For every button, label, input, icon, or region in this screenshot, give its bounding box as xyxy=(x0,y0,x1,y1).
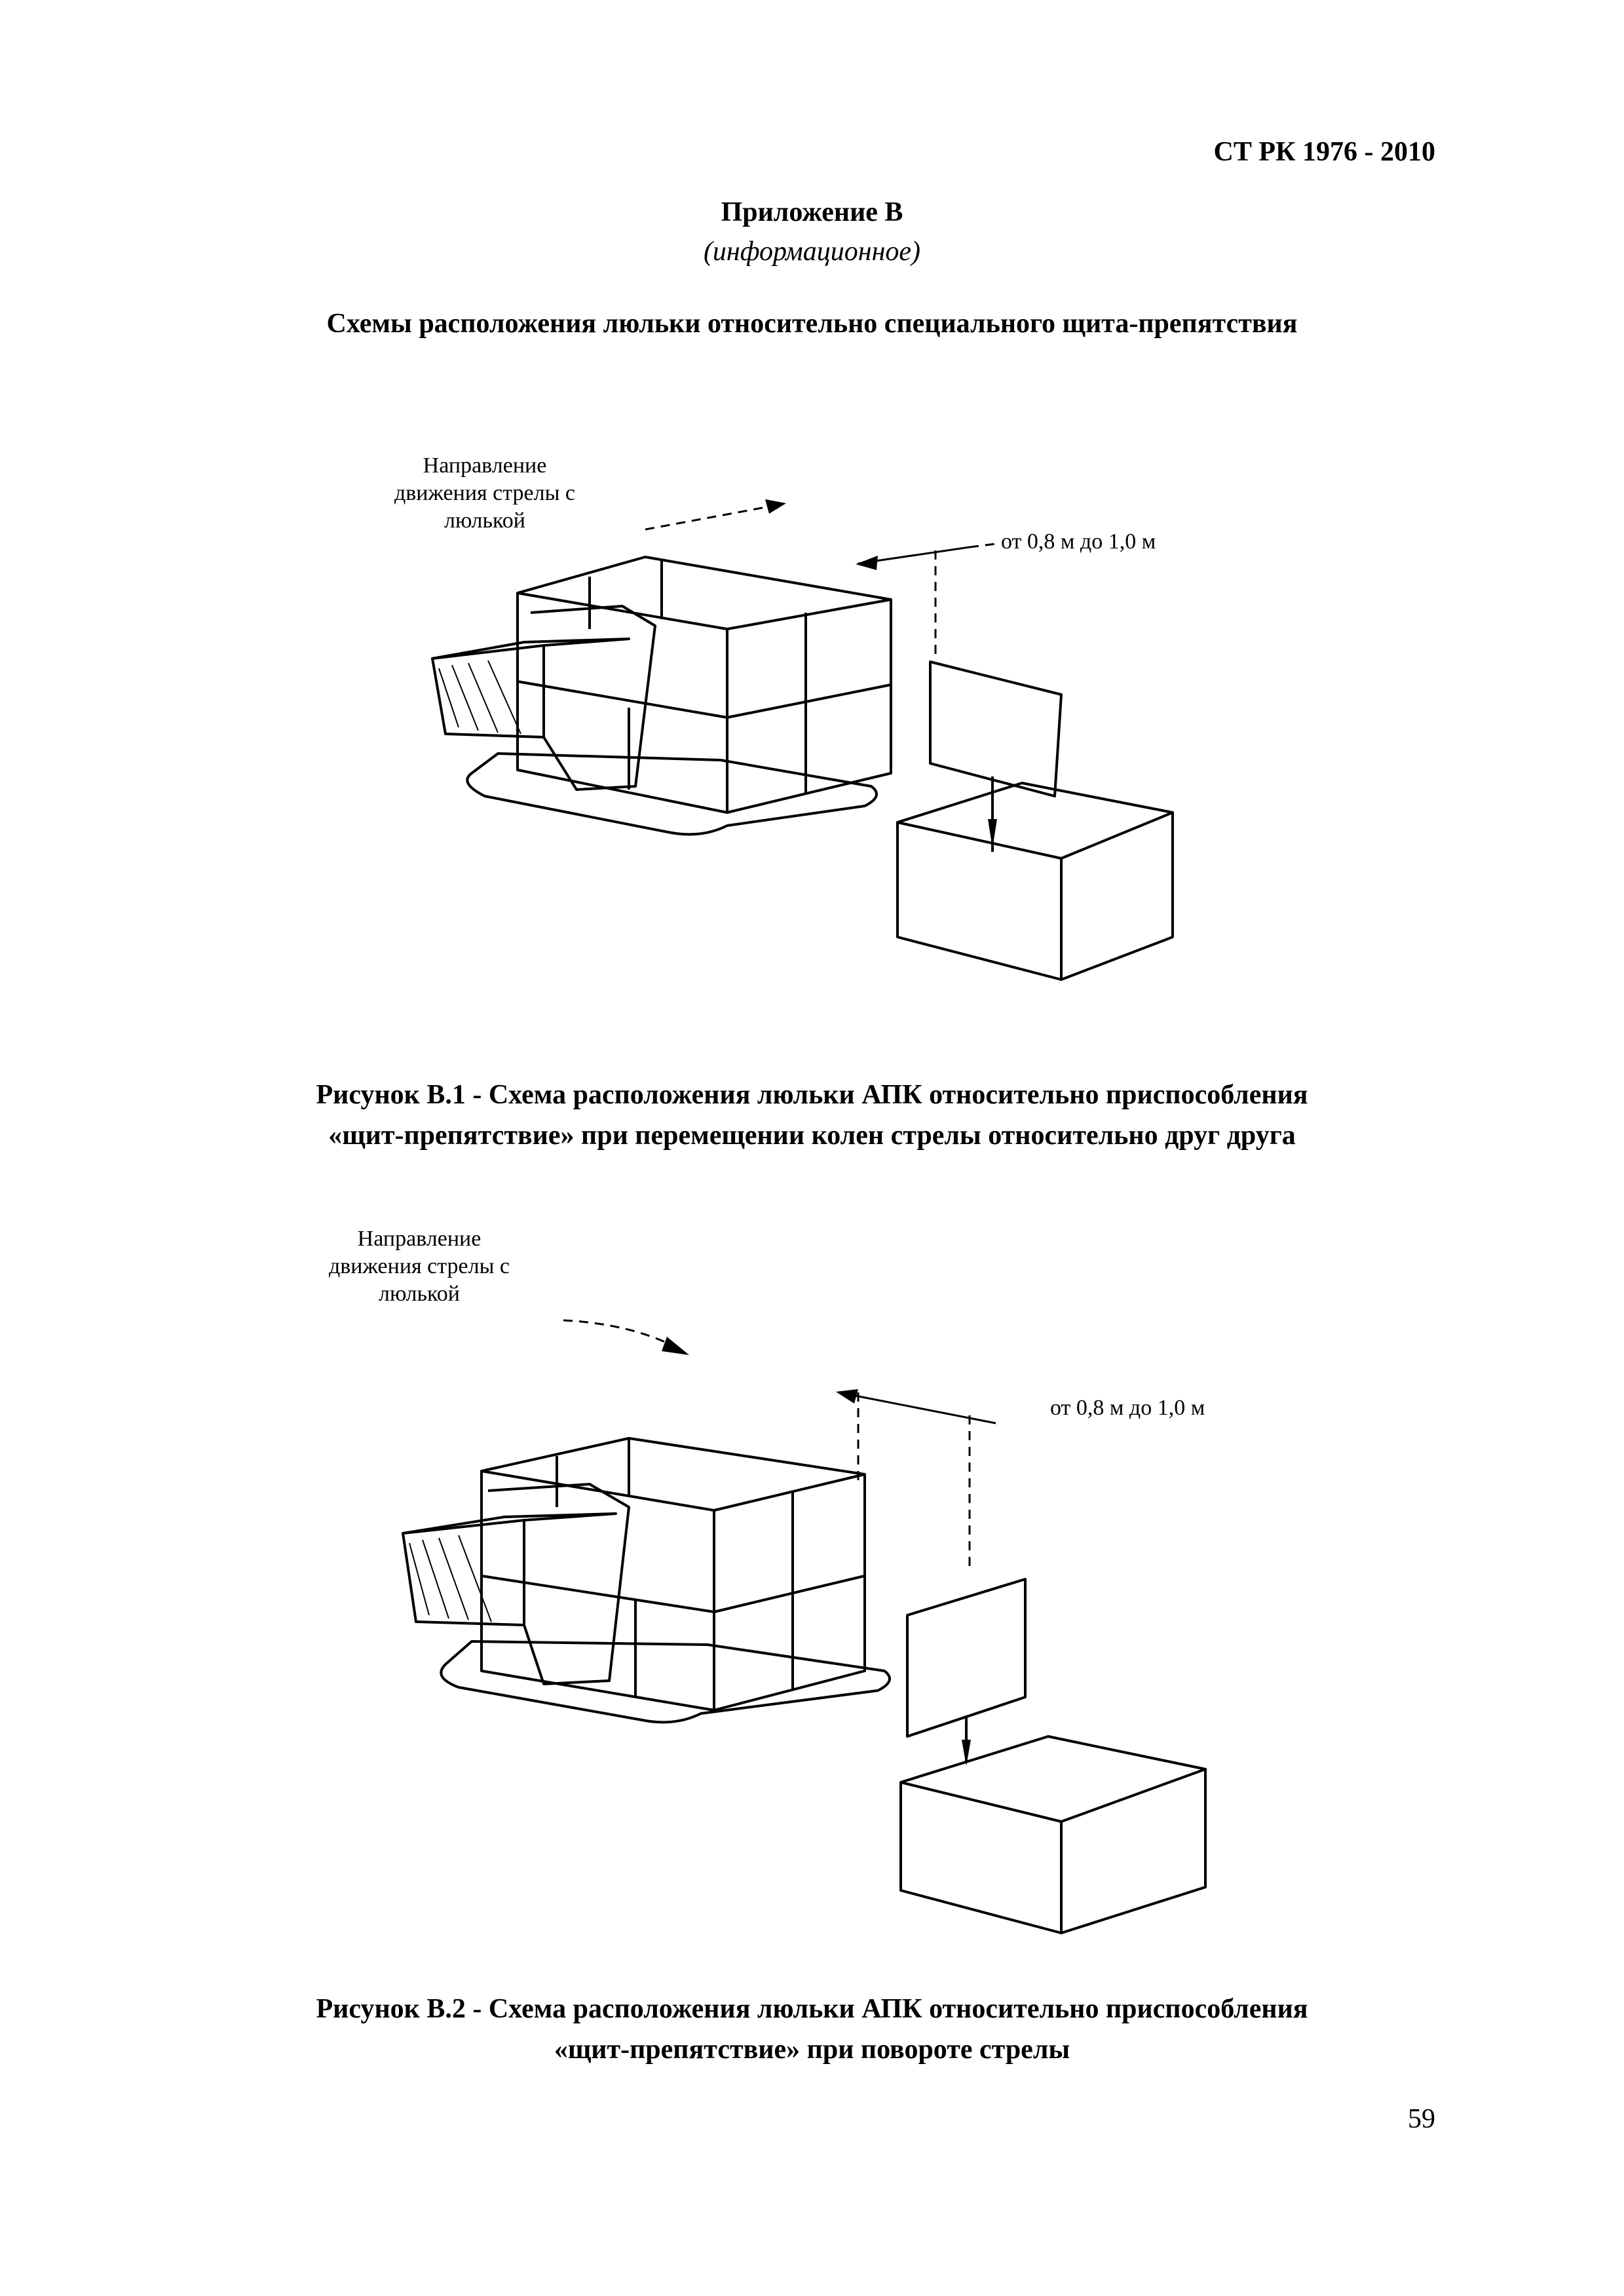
figure1-caption: Рисунок В.1 - Схема расположения люльки … xyxy=(131,1075,1493,1156)
figure1-direction-line-1: Направление xyxy=(423,453,547,478)
figure1-caption-line-2: «щит-препятствие» при перемещении колен … xyxy=(328,1120,1296,1151)
figure1-distance-label: от 0,8 м до 1,0 м xyxy=(1001,529,1156,554)
figure2-caption-line-1: Рисунок В.2 - Схема расположения люльки … xyxy=(316,1994,1308,2024)
figure1-direction-line-3: люлькой xyxy=(444,508,525,533)
figure2-direction-line-1: Направление xyxy=(357,1227,482,1251)
figure2-caption: Рисунок В.2 - Схема расположения люльки … xyxy=(131,1989,1493,2070)
figure1-direction-label: Направление движения стрелы с люлькой xyxy=(354,452,616,535)
annex-title: Приложение В xyxy=(721,197,903,227)
figure1-caption-line-1: Рисунок В.1 - Схема расположения люльки … xyxy=(316,1080,1308,1110)
document-code: СТ РК 1976 - 2010 xyxy=(1213,137,1435,167)
figure2-direction-line-2: движения стрелы с xyxy=(328,1254,510,1278)
figure2-caption-line-2: «щит-препятствие» при повороте стрелы xyxy=(554,2035,1070,2065)
figure1-direction-line-2: движения стрелы с xyxy=(394,481,576,505)
figure2-direction-line-3: люлькой xyxy=(379,1282,460,1306)
section-title: Схемы расположения люльки относительно с… xyxy=(326,309,1298,339)
page-number: 59 xyxy=(1408,2104,1435,2134)
figure2-distance-label: от 0,8 м до 1,0 м xyxy=(1050,1396,1205,1420)
annex-subtitle: (информационное) xyxy=(703,237,921,267)
figure2-direction-label: Направление движения стрелы с люлькой xyxy=(288,1225,550,1308)
figure1-drawing xyxy=(431,499,1174,981)
